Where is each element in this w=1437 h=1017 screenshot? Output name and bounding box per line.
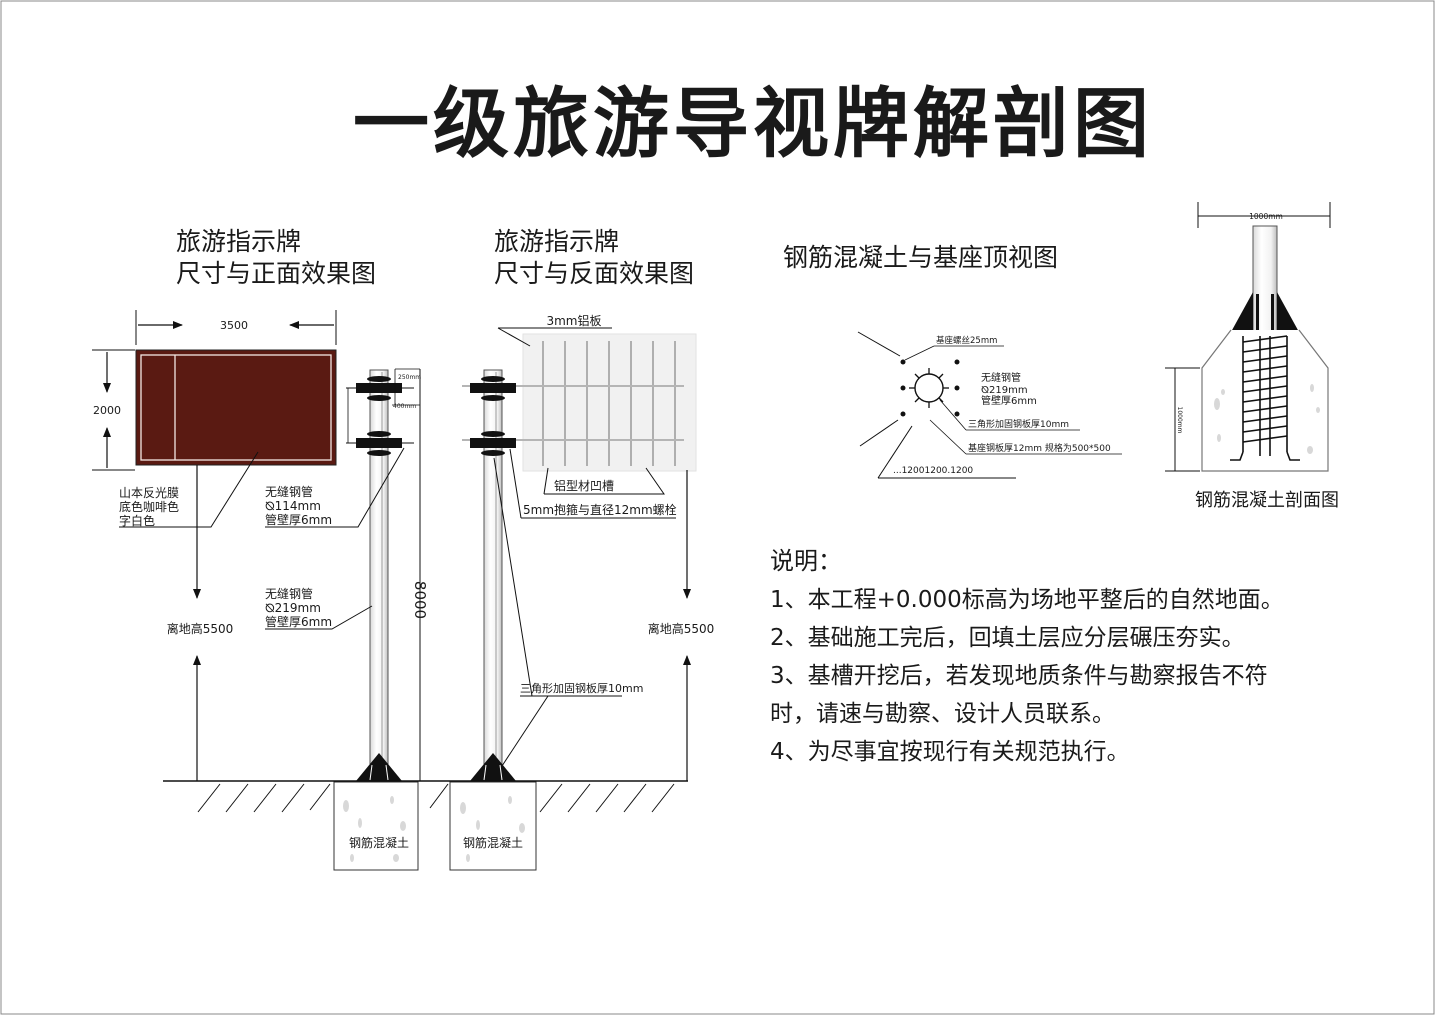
section-caption: 钢筋混凝土剖面图 xyxy=(1195,490,1339,511)
front-width-dim: 3500 xyxy=(220,319,248,332)
back-channel-label: 铝型材凹槽 xyxy=(554,478,614,493)
top-base-plate-label: 基座钢板厚12mm 规格为500*500 xyxy=(968,442,1111,454)
lower-pipe-line1: 无缝钢管 xyxy=(265,586,313,601)
front-heading-line1: 旅游指示牌 xyxy=(176,227,301,256)
note-item-4: 4、为尽事宜按现行有关规范执行。 xyxy=(770,739,1130,765)
front-panel-inner-border xyxy=(140,354,332,461)
notes-block: 说明： 1、本工程+0.000标高为场地平整后的自然地面。 2、基础施工完后，回… xyxy=(770,547,1284,765)
top-base-leader-diag xyxy=(929,419,967,455)
notes-heading: 说明： xyxy=(770,547,842,575)
back-footing-label: 钢筋混凝土 xyxy=(463,835,523,850)
front-footing-texture xyxy=(343,796,406,862)
back-plate-label: 3mm铝板 xyxy=(546,313,601,328)
top-gusset-leader-diag xyxy=(939,399,967,431)
panel-note-leader xyxy=(119,451,259,528)
section-width-dim: 1000mm xyxy=(1249,212,1283,221)
panel-note-line3: 字白色 xyxy=(119,513,155,528)
top-leader-bottom xyxy=(877,425,913,479)
section-rebar-cage xyxy=(1230,335,1300,461)
top-spacing-label: ...12001200.1200 xyxy=(893,466,973,476)
back-clearance-label: 离地高5500 xyxy=(648,621,715,636)
note-item-1: 1、本工程+0.000标高为场地平整后的自然地面。 xyxy=(770,587,1284,613)
back-plate-leader-diag xyxy=(497,327,531,347)
front-clamp-upper xyxy=(346,376,414,401)
top-bolt-label: 基座螺丝25mm xyxy=(936,335,997,346)
lower-pipe-leader xyxy=(265,605,373,630)
upper-pipe-line2: ⦰114mm xyxy=(265,499,321,513)
section-concrete-texture xyxy=(1214,384,1320,454)
panel-note-line2: 底色咖啡色 xyxy=(119,499,179,514)
top-bolt-leader-diag xyxy=(904,345,935,361)
front-heading-line2: 尺寸与正面效果图 xyxy=(176,259,376,288)
back-footing-texture xyxy=(460,796,525,862)
back-view: 旅游指示牌 尺寸与反面效果图 3mm铝板 xyxy=(449,227,715,871)
back-clamp-leader-diag xyxy=(509,448,522,519)
back-heading-line2: 尺寸与反面效果图 xyxy=(494,259,694,288)
front-overall-height: 8000 xyxy=(411,581,429,619)
top-view: 钢筋混凝土与基座顶视图 xyxy=(783,243,1122,479)
section-gussets xyxy=(1231,292,1299,332)
upper-pipe-line3: 管壁厚6mm xyxy=(265,512,332,527)
back-clamp-upper xyxy=(470,376,516,401)
front-clamp-lower xyxy=(346,431,414,456)
back-gusset-leader-down xyxy=(501,695,549,767)
back-heading-line1: 旅游指示牌 xyxy=(494,227,619,256)
back-channel-leader xyxy=(544,467,665,495)
top-pipe-line2: ⦰219mm xyxy=(981,385,1028,396)
panel-note-line1: 山本反光膜 xyxy=(119,486,179,500)
front-height-dim: 2000 xyxy=(93,404,121,417)
back-gusset-label: 三角形加固钢板厚10mm xyxy=(520,681,643,695)
front-sign-panel xyxy=(135,349,337,466)
top-pipe-line1: 无缝钢管 xyxy=(981,371,1021,384)
top-pipe-line3: 管壁厚6mm xyxy=(981,394,1037,407)
front-base-gusset xyxy=(356,753,402,781)
back-channel-ribs xyxy=(542,341,676,466)
note-item-3-cont: 时，请速与勘察、设计人员联系。 xyxy=(770,701,1115,727)
note-item-3: 3、基槽开挖后，若发现地质条件与勘察报告不符 xyxy=(770,663,1268,689)
top-leader-sw xyxy=(859,419,899,447)
section-view: 1000mm xyxy=(1165,202,1339,511)
top-bolt-holes xyxy=(900,359,960,417)
upper-pipe-leader xyxy=(265,447,405,528)
front-view: 旅游指示牌 尺寸与正面效果图 3500 2000 山本反光膜 底色咖啡色 字白色… xyxy=(92,227,429,871)
front-small-dim-a: 250mm xyxy=(398,374,421,381)
top-leader-nw xyxy=(857,331,901,357)
main-title: 一级旅游导视牌解剖图 xyxy=(353,79,1153,168)
back-channel-leader-2 xyxy=(543,467,549,495)
upper-pipe-line1: 无缝钢管 xyxy=(265,484,313,499)
lower-pipe-line2: ⦰219mm xyxy=(265,601,321,615)
ground-hatching xyxy=(197,783,675,813)
top-gusset-label: 三角形加固钢板厚10mm xyxy=(968,418,1069,430)
back-clamp-lower xyxy=(470,431,516,456)
lower-pipe-line3: 管壁厚6mm xyxy=(265,614,332,629)
note-item-2: 2、基础施工完后，回填土层应分层碾压夯实。 xyxy=(770,625,1245,651)
back-gusset-leader-up xyxy=(493,457,533,697)
front-small-dim-b: 400mm xyxy=(393,403,416,410)
section-concrete-outline xyxy=(1201,329,1329,472)
top-pipe-section xyxy=(909,368,949,408)
front-footing-label: 钢筋混凝土 xyxy=(349,835,409,850)
section-depth-dim: 1000mm xyxy=(1176,407,1183,434)
back-clamp-label: 5mm抱箍与直径12mm螺栓 xyxy=(523,502,677,517)
front-clearance-label: 离地高5500 xyxy=(167,621,234,636)
top-view-heading: 钢筋混凝土与基座顶视图 xyxy=(783,243,1058,272)
back-base-gusset xyxy=(470,753,516,781)
